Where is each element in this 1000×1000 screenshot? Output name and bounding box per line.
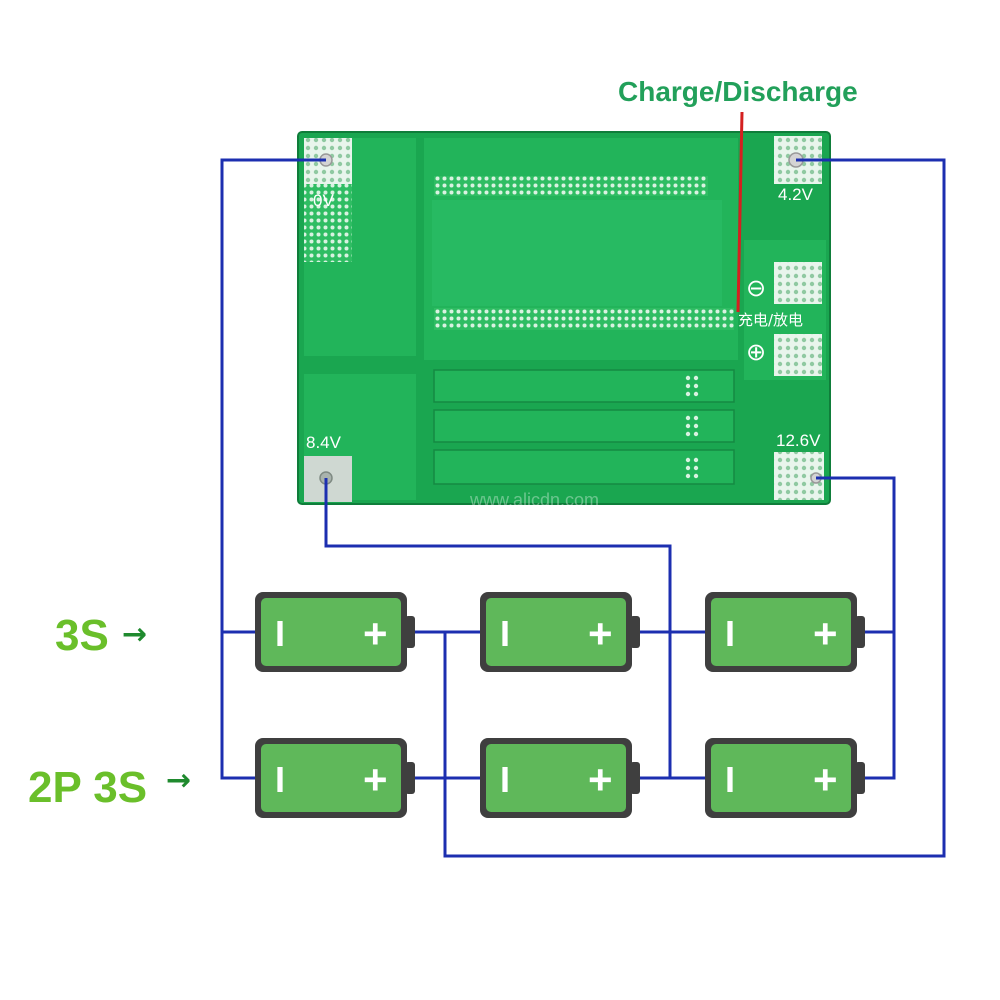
battery-cell: I +: [480, 738, 640, 818]
charge-discharge-pointer: [736, 111, 744, 313]
battery-plus-icon: +: [363, 756, 388, 803]
battery-row-2: I + I + I +: [255, 738, 865, 818]
wire-8v4: [324, 478, 672, 778]
battery-minus-icon: I: [725, 613, 735, 654]
label-4v2: 4.2V: [778, 185, 814, 204]
row-label-2p3s: 2P 3S: [28, 763, 147, 812]
watermark: www.alicdn.com: [469, 490, 599, 510]
pcb-hole-strip-bottom: [434, 308, 734, 330]
battery-plus-icon: +: [588, 610, 613, 657]
plus-icon: ⊕: [746, 338, 766, 366]
label-8v4: 8.4V: [306, 433, 342, 452]
wire-0v: [220, 158, 326, 780]
pad-plus-terminal: [774, 334, 822, 376]
pcb-strip-3: [433, 449, 735, 485]
battery-cell: I +: [705, 592, 865, 672]
pcb-component-area: [432, 200, 722, 306]
battery-plus-icon: +: [363, 610, 388, 657]
row1-arrow-icon: →: [122, 617, 147, 652]
wire-4v2: [443, 158, 946, 858]
battery-minus-icon: I: [500, 759, 510, 800]
battery-plus-icon: +: [813, 756, 838, 803]
pcb-strip-1: [433, 369, 735, 403]
battery-minus-icon: I: [500, 613, 510, 654]
minus-icon: ⊖: [746, 274, 766, 302]
wiring: [220, 158, 946, 858]
battery-minus-icon: I: [275, 759, 285, 800]
battery-cell: I +: [480, 592, 640, 672]
row-label-3s: 3S: [55, 611, 109, 660]
pcb-via-field-left: [304, 180, 352, 262]
battery-cell: I +: [255, 738, 415, 818]
battery-plus-icon: +: [813, 610, 838, 657]
pcb-board: 0V 4.2V 8.4V 12.6V 充电/放电 ⊖ ⊕ www.alicdn.…: [297, 131, 831, 510]
label-12v6: 12.6V: [776, 431, 821, 450]
label-0v: 0V: [313, 191, 334, 210]
pad-minus-terminal: [774, 262, 822, 304]
battery-cell: I +: [255, 592, 415, 672]
charge-discharge-label: Charge/Discharge: [618, 76, 858, 107]
pcb-hole-strip-top: [434, 176, 708, 196]
wire-12v6: [816, 476, 896, 780]
battery-minus-icon: I: [275, 613, 285, 654]
battery-plus-icon: +: [588, 756, 613, 803]
label-cn-charge-discharge: 充电/放电: [738, 311, 803, 329]
row2-arrow-icon: →: [166, 763, 191, 798]
pcb-strip-2: [433, 409, 735, 443]
battery-cell: I +: [705, 738, 865, 818]
battery-minus-icon: I: [725, 759, 735, 800]
battery-row-1: I + I + I +: [255, 592, 865, 672]
